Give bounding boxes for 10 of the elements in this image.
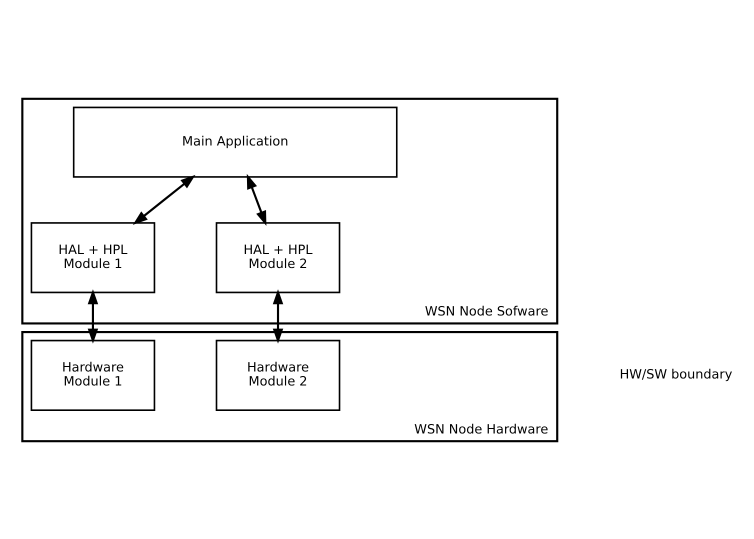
- node-box: HAL + HPL Module 1: [30, 222, 155, 293]
- arrow: [246, 173, 266, 226]
- node-box: Hardware Module 1: [30, 339, 155, 410]
- node-box: Hardware Module 2: [215, 339, 340, 410]
- arrow: [132, 174, 195, 224]
- arrow: [272, 288, 283, 344]
- arrow: [87, 288, 98, 344]
- node-box: Main Application: [72, 106, 398, 178]
- label: HW/SW boundary: [619, 367, 732, 382]
- node-box: HAL + HPL Module 2: [215, 222, 340, 293]
